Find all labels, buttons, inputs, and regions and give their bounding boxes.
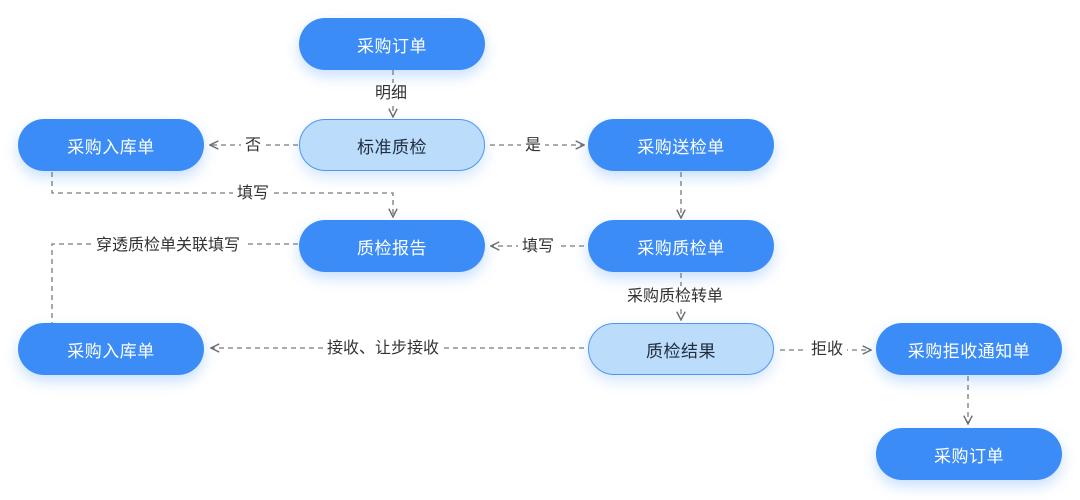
node-reject-notice[interactable]: 采购拒收通知单 — [876, 323, 1062, 375]
label-fill-1: 填写 — [233, 183, 274, 203]
node-purchase-order-bottom[interactable]: 采购订单 — [876, 428, 1062, 480]
label-reject: 拒收 — [807, 339, 848, 359]
label-penetrate: 穿透质检单关联填写 — [92, 235, 245, 255]
node-qc-report[interactable]: 质检报告 — [299, 220, 485, 272]
label-fill-2: 填写 — [518, 236, 559, 256]
node-send-inspection[interactable]: 采购送检单 — [588, 119, 774, 171]
node-standard-qc[interactable]: 标准质检 — [299, 119, 485, 171]
edge-stockin-to-report — [51, 172, 393, 217]
label-yes: 是 — [521, 135, 546, 155]
node-qc-result[interactable]: 质检结果 — [588, 323, 774, 375]
edge-report-to-stockin2 — [51, 243, 298, 324]
node-stock-in-1[interactable]: 采购入库单 — [18, 119, 204, 171]
label-no: 否 — [241, 135, 266, 155]
label-transfer: 采购质检转单 — [623, 286, 728, 306]
label-accept: 接收、让步接收 — [323, 338, 444, 358]
node-stock-in-2[interactable]: 采购入库单 — [18, 323, 204, 375]
node-purchase-qc[interactable]: 采购质检单 — [588, 220, 774, 272]
label-detail: 明细 — [371, 83, 412, 103]
node-purchase-order-top[interactable]: 采购订单 — [299, 18, 485, 70]
